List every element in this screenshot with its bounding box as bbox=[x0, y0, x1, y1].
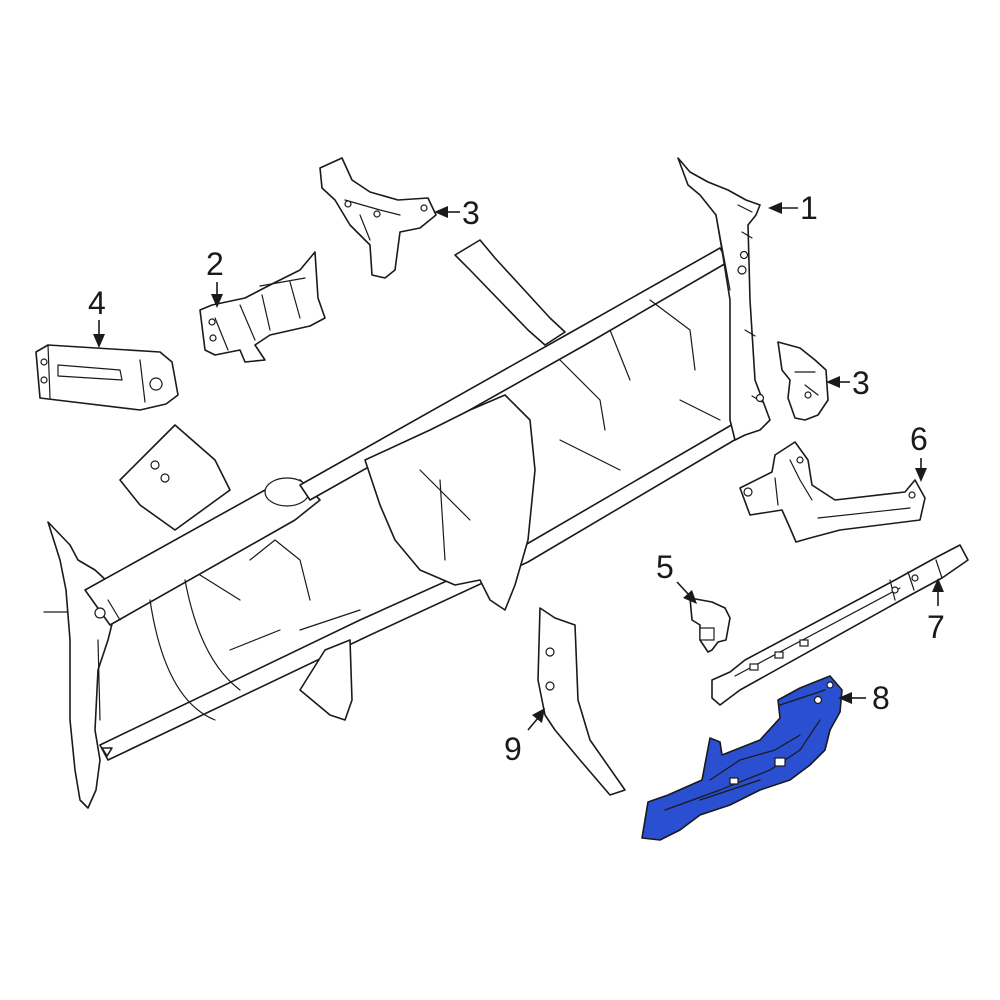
callout-5: 5 bbox=[656, 549, 674, 585]
callout-6: 6 bbox=[910, 421, 928, 457]
part-8-highlighted-bracket bbox=[641, 675, 843, 841]
callout-3-right: 3 bbox=[852, 365, 870, 401]
part-3-right-bracket bbox=[777, 341, 829, 421]
part-9-brace bbox=[537, 607, 626, 796]
callout-7: 7 bbox=[927, 609, 945, 645]
callout-1: 1 bbox=[800, 190, 818, 226]
callout-leaders bbox=[93, 202, 944, 731]
part-4-bracket bbox=[35, 344, 179, 411]
callout-3-upper: 3 bbox=[462, 195, 480, 231]
instrument-panel-frame bbox=[43, 157, 771, 809]
part-5-clip bbox=[689, 597, 731, 653]
callout-4: 4 bbox=[88, 285, 106, 321]
part-1-bracket bbox=[737, 204, 765, 403]
callout-8: 8 bbox=[872, 680, 890, 716]
callout-9: 9 bbox=[504, 731, 522, 767]
part-2-bracket bbox=[199, 251, 326, 363]
part-6-bracket bbox=[739, 441, 926, 543]
part-7-reinforcement bbox=[711, 544, 969, 706]
callout-2: 2 bbox=[206, 246, 224, 282]
part-3-upper-bracket bbox=[319, 157, 437, 279]
